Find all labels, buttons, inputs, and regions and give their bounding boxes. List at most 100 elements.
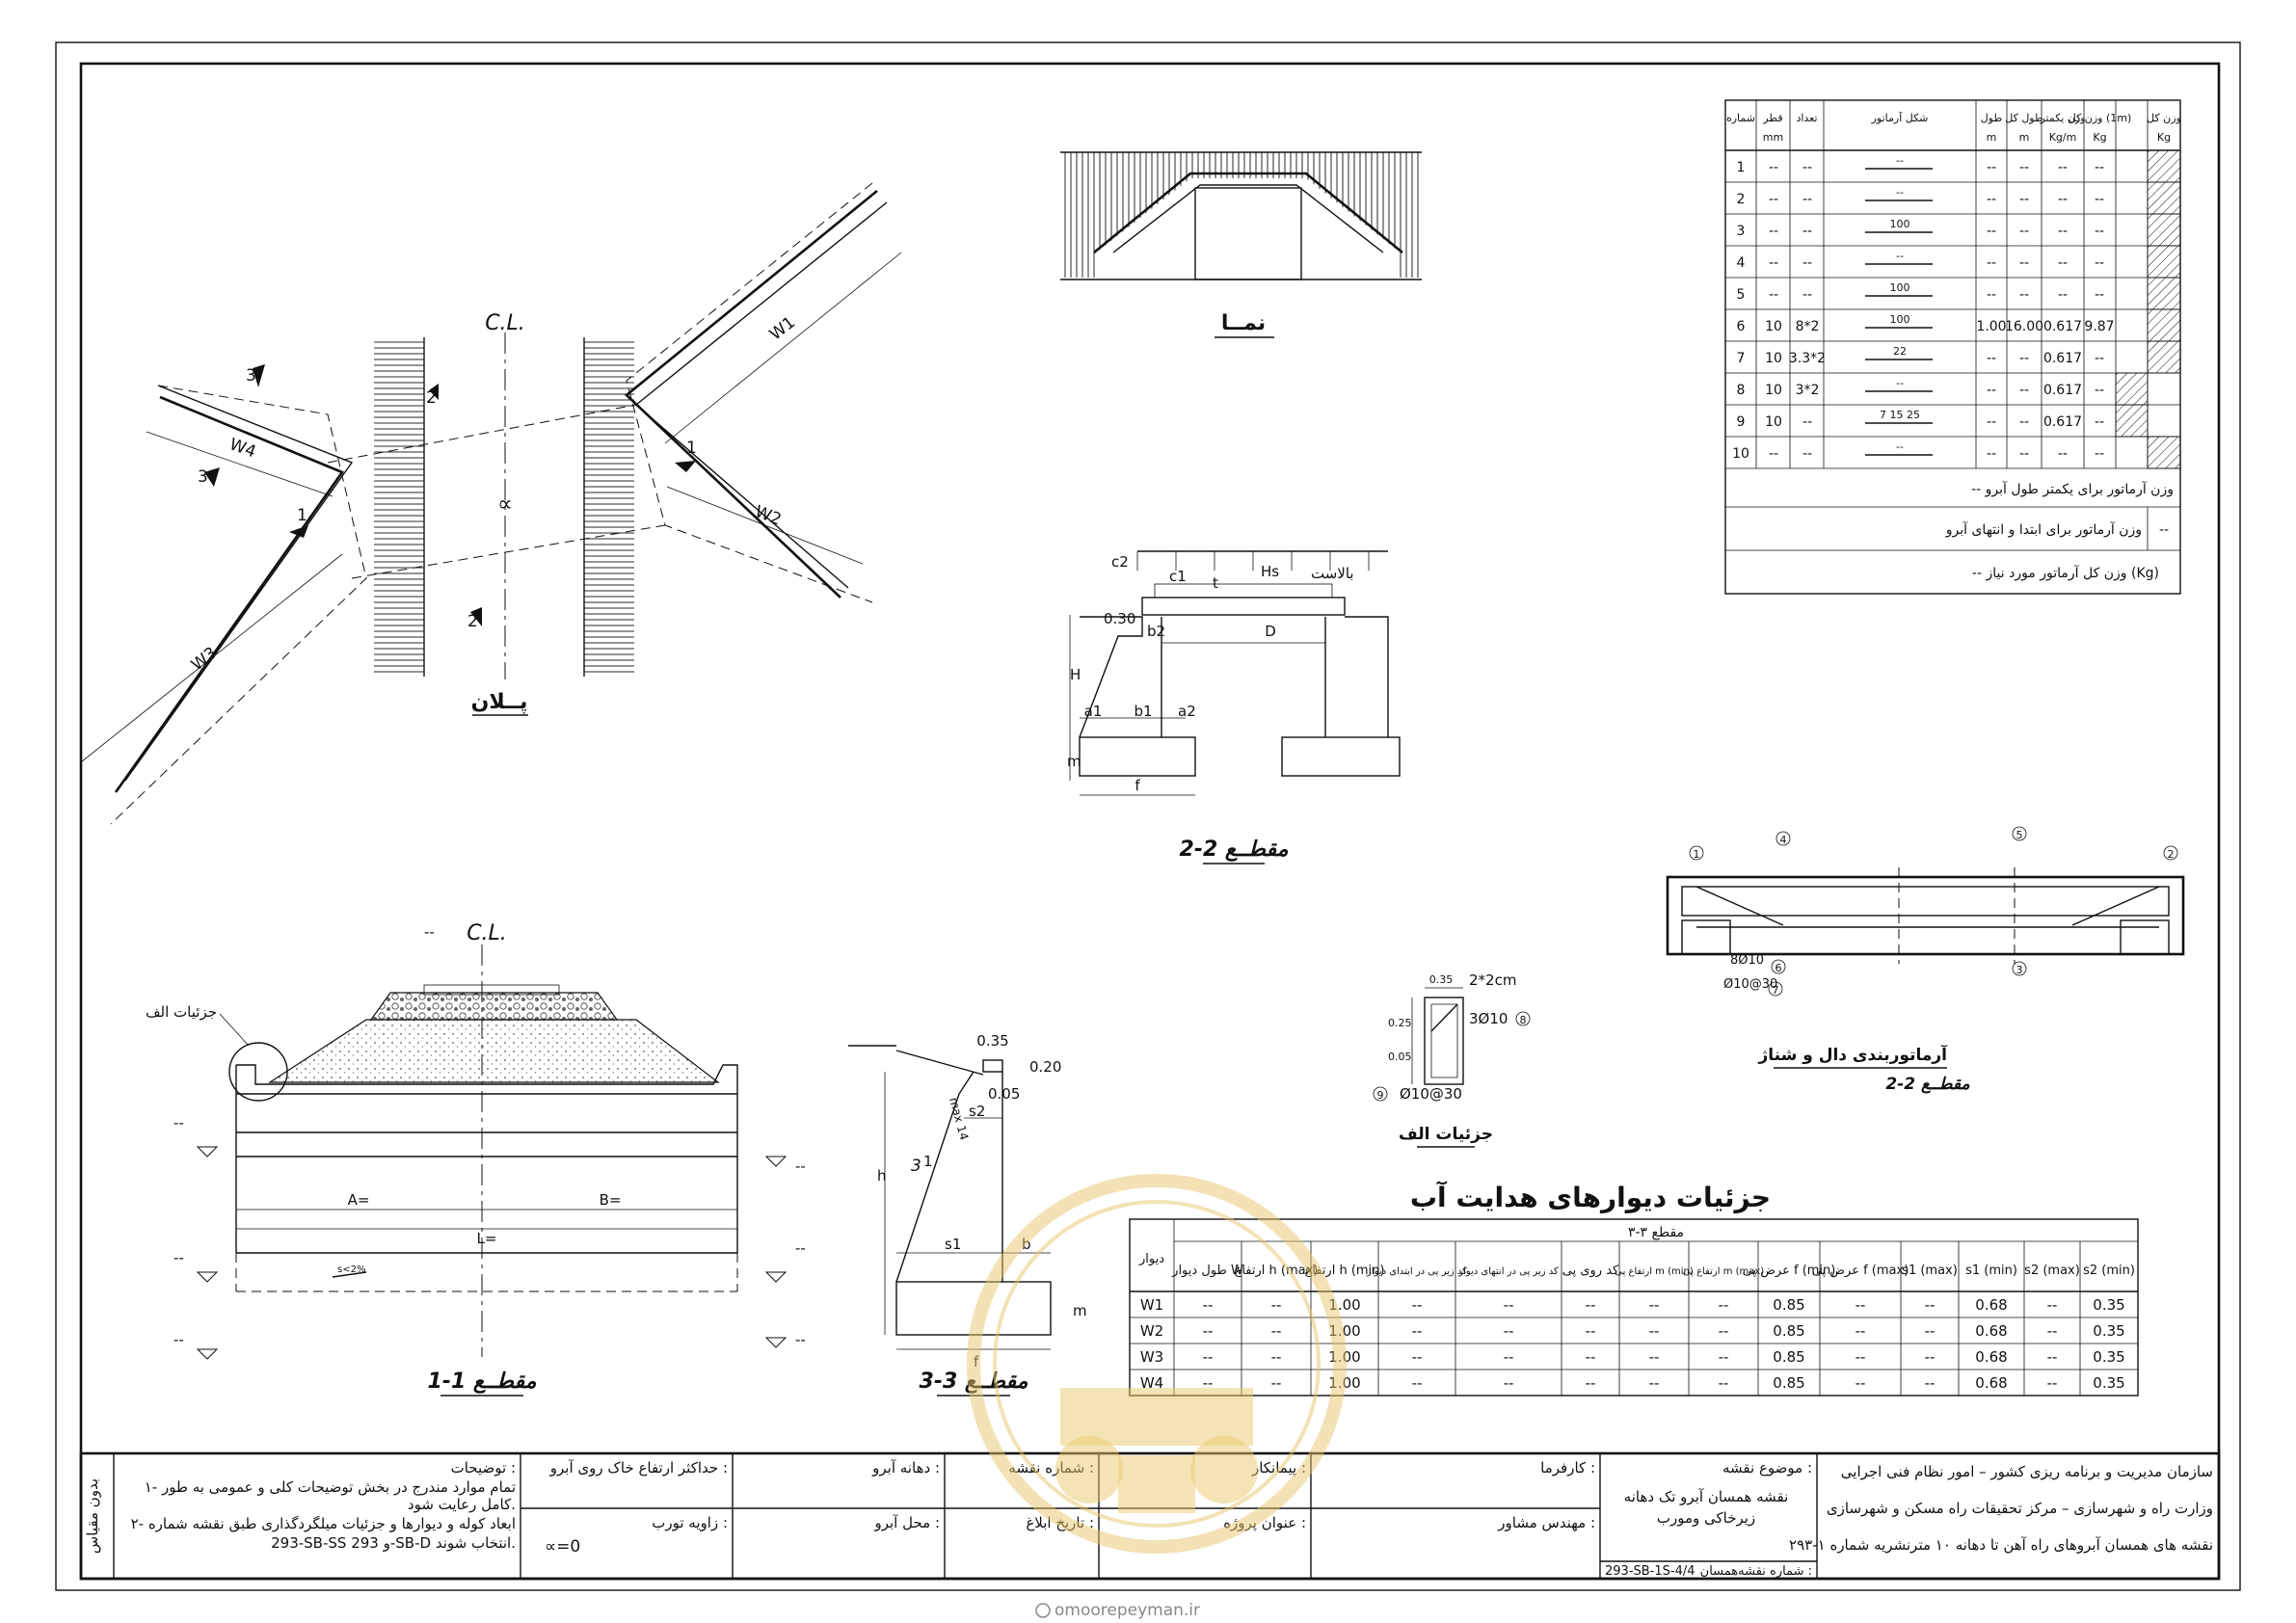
detail-a-005: 0.05 xyxy=(1388,1051,1412,1063)
rebar-cell-8-4: -- xyxy=(1987,414,1996,430)
sec22-title: مقطــع 2-2 xyxy=(1180,838,1289,862)
rebar-cell-4-2: -- xyxy=(1802,287,1812,303)
wing-cell-3-7: -- xyxy=(1649,1374,1660,1392)
rebar-cell-4-7: -- xyxy=(2095,287,2104,303)
wing-header-6: کد روی پی xyxy=(1562,1264,1619,1278)
rebar-header-2: تعداد xyxy=(1796,112,1817,124)
wing-cell-2-6: -- xyxy=(1586,1348,1596,1366)
wing-cell-1-5: -- xyxy=(1504,1322,1514,1340)
plan-view: C.L. W4 W3 W1 W2 ∝ 3 3 1 1 2 2 پــلان xyxy=(81,182,902,825)
rebar-cell-2-2: -- xyxy=(1802,224,1812,239)
sec11-detail-circle xyxy=(228,1042,288,1102)
plan-alpha: ∝ xyxy=(497,492,513,517)
tb-angle: زاویه تورب : xyxy=(652,1514,728,1531)
slab-n2: 2 xyxy=(2168,848,2175,861)
sec33-020: 0.20 xyxy=(1029,1058,1061,1076)
wing-cell-3-14: 0.35 xyxy=(2093,1374,2124,1392)
rebar-cell-1-3: -- xyxy=(1896,186,1904,199)
outer-frame xyxy=(55,41,2241,1591)
rebar-cell-2-5: -- xyxy=(2019,224,2029,239)
wing-cell-0-7: -- xyxy=(1649,1296,1660,1314)
rebar-unit-5: m xyxy=(2019,131,2030,144)
wing-cell-1-13: -- xyxy=(2047,1322,2058,1340)
rebar-cell-3-1: -- xyxy=(1769,255,1778,271)
rebar-cell-5-1: 10 xyxy=(1765,319,1782,334)
rebar-unit-4: m xyxy=(1987,131,1997,144)
rebar-cell-8-3: 7 15 25 xyxy=(1880,409,1920,421)
wing-cell-0-13: -- xyxy=(2047,1296,2058,1314)
wing-cell-2-14: 0.35 xyxy=(2093,1348,2124,1366)
watermark-seal xyxy=(967,1174,1347,1554)
rebar-cell-7-6: 0.617 xyxy=(2043,383,2082,398)
sec33-slope3: 3 xyxy=(911,1157,921,1176)
plan-w1-label: W1 xyxy=(766,313,799,345)
rebar-unit-1: mm xyxy=(1763,131,1783,144)
slab-n4: 4 xyxy=(1780,834,1787,846)
rebar-cell-1-7: -- xyxy=(2095,192,2104,207)
sec11-level-6: -- xyxy=(795,1331,806,1348)
wing-cell-3-13: -- xyxy=(2047,1374,2058,1392)
rebar-header-5: طول کل xyxy=(2005,112,2043,124)
slab-bar6: 8Ø10 xyxy=(1730,953,1764,968)
wing-cell-1-8: -- xyxy=(1719,1322,1729,1340)
sec22-a1: a1 xyxy=(1084,703,1103,720)
watermark-url: omoorepeyman.ir xyxy=(1055,1601,1200,1620)
rebar-cell-0-2: -- xyxy=(1802,160,1812,175)
wing-cell-0-1: -- xyxy=(1203,1296,1214,1314)
slab-n5: 5 xyxy=(2016,829,2023,841)
sec33-005: 0.05 xyxy=(988,1085,1020,1103)
wing-cell-3-0: W4 xyxy=(1140,1374,1163,1392)
sec11-l: L= xyxy=(477,1230,497,1247)
tb-employer: کارفرما : xyxy=(1540,1459,1595,1477)
sec22-h: H xyxy=(1070,666,1081,683)
rebar-header-3: شکل آرماتور xyxy=(1871,111,1929,124)
wing-cell-1-14: 0.35 xyxy=(2093,1322,2124,1340)
rebar-cell-5-7: 9.87 xyxy=(2084,319,2114,334)
wing-cell-3-10: -- xyxy=(1855,1374,1866,1392)
wing-header-7: ارتفاع پی m (min) xyxy=(1615,1266,1694,1277)
wing-cell-3-11: -- xyxy=(1925,1374,1936,1392)
sec33-slope1: 1 xyxy=(923,1153,933,1170)
wing-cell-1-9: 0.85 xyxy=(1773,1322,1804,1340)
detail-a-n8: 8 xyxy=(1520,1014,1527,1026)
rebar-unit-7: Kg xyxy=(2093,131,2106,144)
wing-cell-1-2: -- xyxy=(1271,1322,1282,1340)
rebar-cell-1-4: -- xyxy=(1987,192,1996,207)
wing-cell-3-3: 1.00 xyxy=(1328,1374,1360,1392)
tb-note1b: کامل رعایت شود. xyxy=(408,1496,516,1513)
rebar-cell-8-0: 9 xyxy=(1737,414,1746,430)
sec11-level-4: -- xyxy=(795,1157,806,1175)
slab-title1: آرماتوربندی دال و شناژ xyxy=(1757,1044,1948,1065)
rebar-cell-2-1: -- xyxy=(1769,224,1778,239)
elevation-title: نمــا xyxy=(1221,311,1266,335)
tb-note2b: 293-SB-SS و 293-SB-D انتخاب شوند. xyxy=(271,1534,516,1552)
wing-cell-2-4: -- xyxy=(1412,1348,1423,1366)
rebar-cell-4-0: 5 xyxy=(1737,287,1746,303)
tb-org1: سازمان مدیریت و برنامه ریزی کشور – امور … xyxy=(1841,1463,2213,1480)
wing-cell-2-5: -- xyxy=(1504,1348,1514,1366)
wing-header-3: ارتفاع h (min) xyxy=(1305,1264,1385,1278)
detail-a-bar8: 3Ø10 xyxy=(1469,1010,1508,1027)
sec22-c1: c1 xyxy=(1169,568,1187,585)
rebar-cell-0-4: -- xyxy=(1987,160,1996,175)
wing-header-12: s1 (min) xyxy=(1965,1264,2017,1278)
wing-subtitle: مقطع ۳-۳ xyxy=(1628,1225,1684,1240)
sec22-m: m xyxy=(1067,753,1081,770)
rebar-cell-5-6: 0.617 xyxy=(2043,319,2082,334)
wing-cell-2-11: -- xyxy=(1925,1348,1936,1366)
rebar-cell-8-1: 10 xyxy=(1765,414,1782,430)
rebar-cell-9-7: -- xyxy=(2095,446,2104,462)
wing-cell-1-1: -- xyxy=(1203,1322,1214,1340)
rebar-cell-2-0: 3 xyxy=(1737,224,1746,239)
sec11-b: B= xyxy=(600,1191,622,1209)
wing-cell-0-6: -- xyxy=(1586,1296,1596,1314)
rebar-cell-4-1: -- xyxy=(1769,287,1778,303)
slab-n1: 1 xyxy=(1694,848,1700,861)
wing-cell-1-4: -- xyxy=(1412,1322,1423,1340)
rebar-cell-5-5: 16.00 xyxy=(2005,319,2043,334)
wing-cell-2-8: -- xyxy=(1719,1348,1729,1366)
title-block: بدون مقیاس توضیحات : ۱- تمام موارد مندرج… xyxy=(79,1451,2221,1581)
tb-max-fill: حداکثر ارتفاع خاک روی آبرو : xyxy=(549,1459,728,1477)
wing-header-5: کد زیر پی در انتهای دیوار xyxy=(1457,1266,1559,1277)
